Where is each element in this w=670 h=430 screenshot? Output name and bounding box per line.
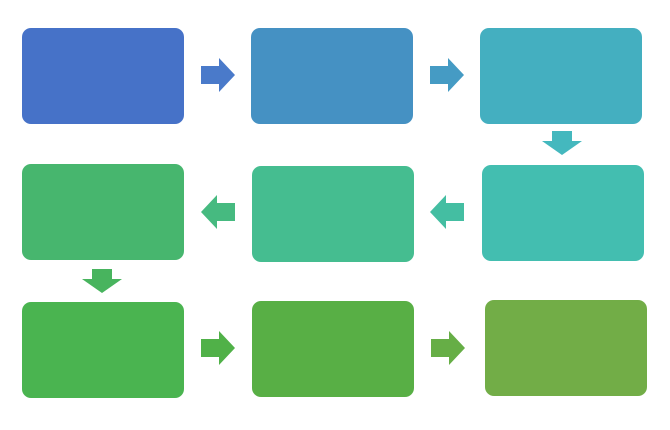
process-box-4 xyxy=(482,165,644,261)
arrow-right-icon xyxy=(201,331,235,365)
process-box-3 xyxy=(480,28,642,124)
arrow-right-icon xyxy=(430,58,464,92)
arrow-left-icon xyxy=(201,195,235,229)
flow-arrows xyxy=(82,58,582,365)
process-box-7 xyxy=(22,302,184,398)
process-box-1 xyxy=(22,28,184,124)
arrow-down-icon xyxy=(542,131,582,155)
arrow-left-icon xyxy=(430,195,464,229)
process-box-8 xyxy=(252,301,414,397)
process-box-6 xyxy=(22,164,184,260)
arrow-right-icon xyxy=(201,58,235,92)
process-box-5 xyxy=(252,166,414,262)
process-boxes xyxy=(22,28,647,398)
arrow-right-icon xyxy=(431,331,465,365)
process-box-9 xyxy=(485,300,647,396)
process-box-2 xyxy=(251,28,413,124)
arrow-down-icon xyxy=(82,269,122,293)
